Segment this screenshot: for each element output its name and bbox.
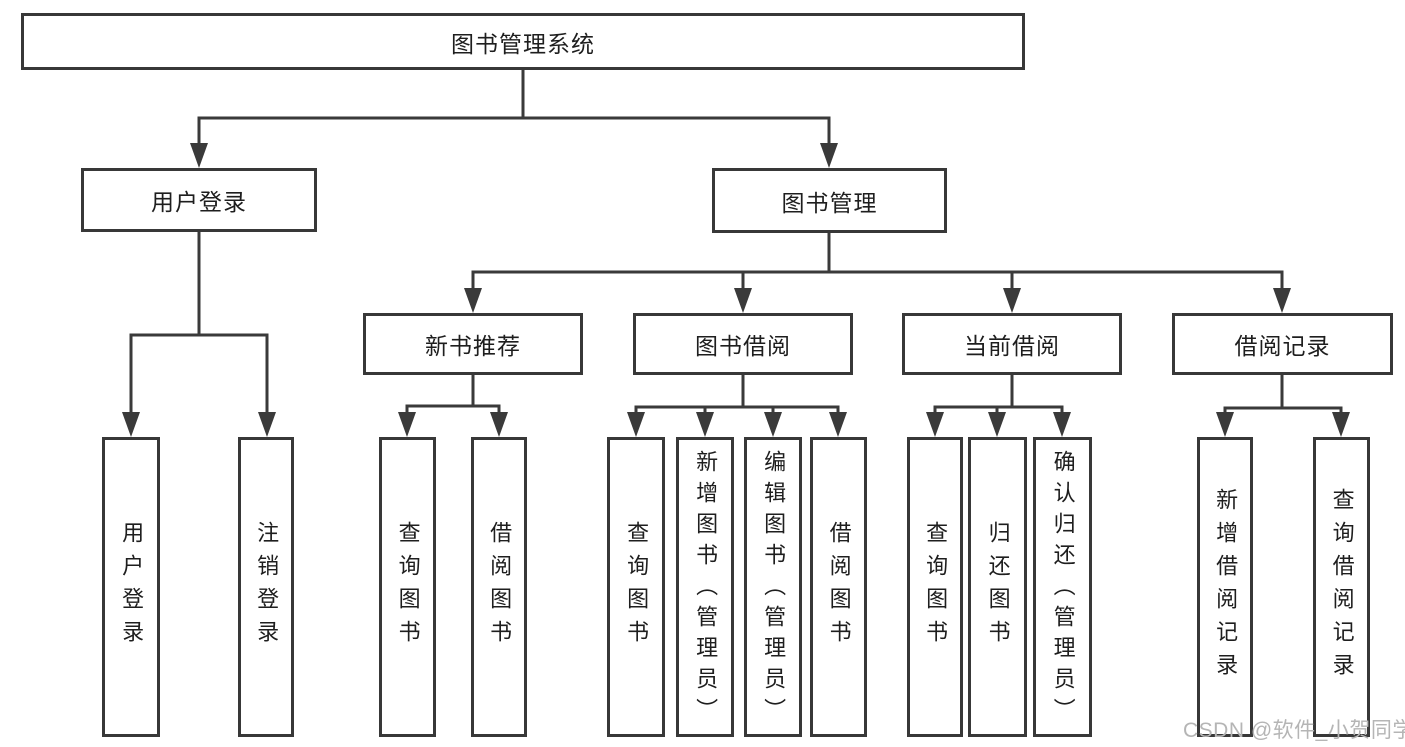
arrow-down-icon bbox=[464, 288, 482, 313]
leaf-add-borrow-record: 新增借阅记录 bbox=[1197, 437, 1253, 737]
arrow-down-icon bbox=[1003, 288, 1021, 313]
connector-bookmgmt-level3 bbox=[471, 231, 1284, 293]
leaf-user-login: 用户登录 bbox=[102, 437, 160, 737]
leaf-query-borrow-record: 查询借阅记录 bbox=[1313, 437, 1370, 737]
arrow-down-icon bbox=[258, 412, 276, 437]
arrow-down-icon bbox=[696, 412, 714, 437]
node-library-system: 图书管理系统 bbox=[21, 13, 1025, 70]
arrow-down-icon bbox=[122, 412, 140, 437]
arrow-down-icon bbox=[820, 143, 838, 168]
watermark: CSDN @软件_小贺同学 bbox=[1183, 719, 1405, 742]
connector-records-leaves bbox=[1223, 373, 1343, 417]
arrow-down-icon bbox=[1332, 412, 1350, 437]
leaf-logout-login: 注销登录 bbox=[238, 437, 294, 737]
leaf-query-books-current: 查询图书 bbox=[907, 437, 963, 737]
node-borrow-records: 借阅记录 bbox=[1172, 313, 1393, 375]
leaf-confirm-return-admin: 确认归还（管理员） bbox=[1033, 437, 1092, 737]
leaf-query-books-recommend: 查询图书 bbox=[379, 437, 436, 737]
connector-current-leaves bbox=[933, 373, 1064, 417]
node-new-book-recommend: 新书推荐 bbox=[363, 313, 583, 375]
connector-root-level2 bbox=[197, 68, 831, 120]
arrow-down-icon bbox=[1216, 412, 1234, 437]
arrow-down-icon bbox=[398, 412, 416, 437]
connector-userlogin-leaves bbox=[129, 230, 269, 417]
connector-borrow-leaves bbox=[634, 373, 840, 417]
arrow-down-icon bbox=[1053, 412, 1071, 437]
leaf-borrow-books: 借阅图书 bbox=[810, 437, 867, 737]
arrow-down-icon bbox=[1273, 288, 1291, 313]
arrow-down-icon bbox=[627, 412, 645, 437]
leaf-return-books: 归还图书 bbox=[968, 437, 1027, 737]
connector-recommend-leaves bbox=[405, 373, 501, 417]
node-book-borrow: 图书借阅 bbox=[633, 313, 853, 375]
node-user-login: 用户登录 bbox=[81, 168, 317, 232]
leaf-query-books-borrow: 查询图书 bbox=[607, 437, 665, 737]
arrow-down-icon bbox=[734, 288, 752, 313]
arrow-down-icon bbox=[764, 412, 782, 437]
arrow-down-icon bbox=[988, 412, 1006, 437]
node-book-management: 图书管理 bbox=[712, 168, 947, 233]
arrow-down-icon bbox=[190, 143, 208, 168]
leaf-edit-books-admin: 编辑图书（管理员） bbox=[744, 437, 802, 737]
arrow-down-icon bbox=[829, 412, 847, 437]
node-current-borrow: 当前借阅 bbox=[902, 313, 1122, 375]
leaf-add-books-admin: 新增图书（管理员） bbox=[676, 437, 734, 737]
leaf-borrow-books-recommend: 借阅图书 bbox=[471, 437, 527, 737]
arrow-down-icon bbox=[926, 412, 944, 437]
arrow-down-icon bbox=[490, 412, 508, 437]
